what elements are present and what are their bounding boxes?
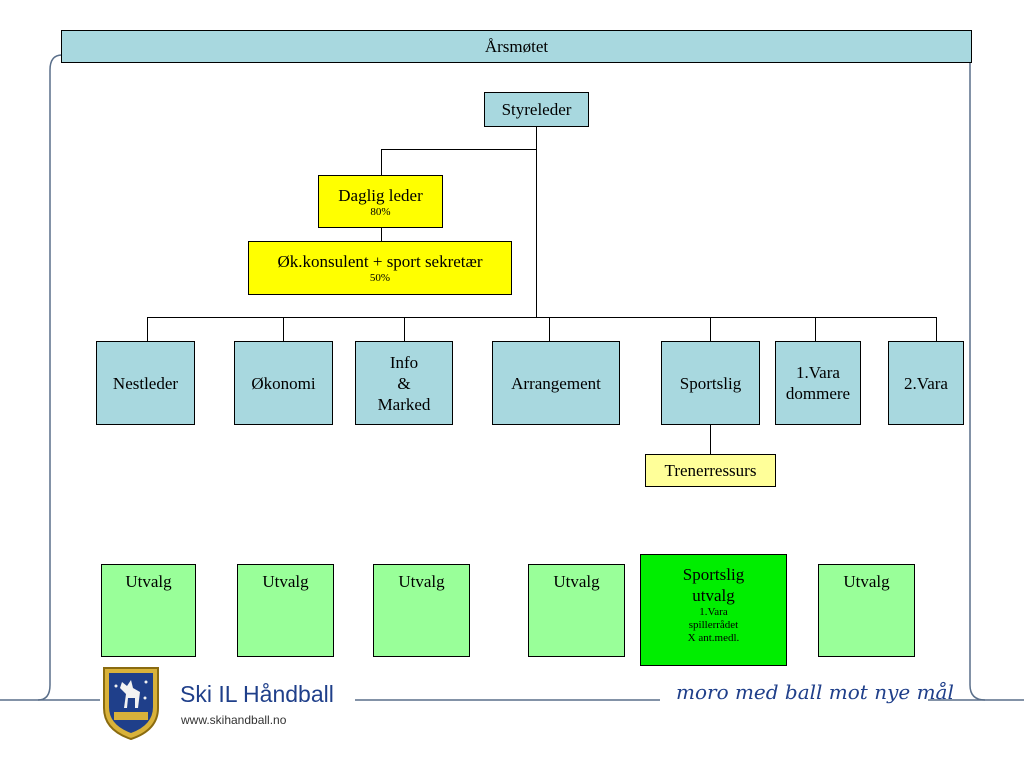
node-committee: Utvalg xyxy=(101,564,196,657)
connector xyxy=(536,126,537,149)
node-board-economy: Økonomi xyxy=(234,341,333,425)
brand-slogan: moro med ball mot nye mål xyxy=(676,680,954,704)
node-label: Trenerressurs xyxy=(664,461,757,480)
deer-crest-shield-icon xyxy=(103,667,159,741)
node-label: Nestleder xyxy=(112,373,179,393)
node-label: Info & Marked xyxy=(377,352,431,414)
node-board-vara1: 1.Vara dommere xyxy=(775,341,861,425)
connector xyxy=(536,149,537,317)
node-label: 1.Vara dommere xyxy=(785,363,851,403)
brand-name: Ski IL Håndball xyxy=(180,681,334,707)
node-label: Øk.konsulent + sport sekretær xyxy=(277,252,483,271)
node-label: Utvalg xyxy=(843,572,890,591)
node-committee: Utvalg xyxy=(818,564,915,657)
connector xyxy=(381,149,382,176)
node-finance-consultant: Øk.konsulent + sport sekretær 50% xyxy=(248,241,512,295)
brand-url[interactable]: www.skihandball.no xyxy=(181,713,287,727)
node-label: Utvalg xyxy=(125,572,172,591)
connector xyxy=(283,317,284,342)
node-label: Sportslig utvalg xyxy=(682,565,745,605)
node-committee: Utvalg xyxy=(528,564,625,657)
node-label: Daglig leder xyxy=(338,185,423,205)
node-percent: 50% xyxy=(369,272,391,284)
connector xyxy=(710,424,711,455)
node-percent: 80% xyxy=(370,205,391,218)
node-board-sport: Sportslig xyxy=(661,341,760,425)
node-label: Utvalg xyxy=(398,572,445,591)
connector xyxy=(147,317,937,318)
node-sport-committee: Sportslig utvalg 1.Vara spillerrådet X a… xyxy=(640,554,787,666)
connector xyxy=(381,227,382,241)
connector xyxy=(549,317,550,342)
node-label: Utvalg xyxy=(262,572,309,591)
node-general-manager: Daglig leder 80% xyxy=(318,175,443,228)
header-arsmotet: Årsmøtet xyxy=(61,30,972,63)
node-label: Arrangement xyxy=(511,373,601,393)
node-board-vara2: 2.Vara xyxy=(888,341,964,425)
node-label: 2.Vara xyxy=(904,373,948,393)
node-committee: Utvalg xyxy=(373,564,470,657)
node-detail: 1.Vara spillerrådet X ant.medl. xyxy=(687,606,740,644)
node-label: Sportslig xyxy=(679,373,742,393)
connector xyxy=(381,149,537,150)
connector xyxy=(710,317,711,342)
node-board-deputy: Nestleder xyxy=(96,341,195,425)
node-chair: Styreleder xyxy=(484,92,589,127)
node-label: Økonomi xyxy=(251,373,316,393)
node-committee: Utvalg xyxy=(237,564,334,657)
connector xyxy=(936,317,937,342)
header-title: Årsmøtet xyxy=(484,37,549,56)
connector xyxy=(404,317,405,342)
connector xyxy=(815,317,816,342)
node-label: Styreleder xyxy=(501,100,572,119)
connector xyxy=(147,317,148,342)
node-label: Utvalg xyxy=(553,572,600,591)
node-board-events: Arrangement xyxy=(492,341,620,425)
node-trainer-resources: Trenerressurs xyxy=(645,454,776,487)
node-board-info-marketing: Info & Marked xyxy=(355,341,453,425)
